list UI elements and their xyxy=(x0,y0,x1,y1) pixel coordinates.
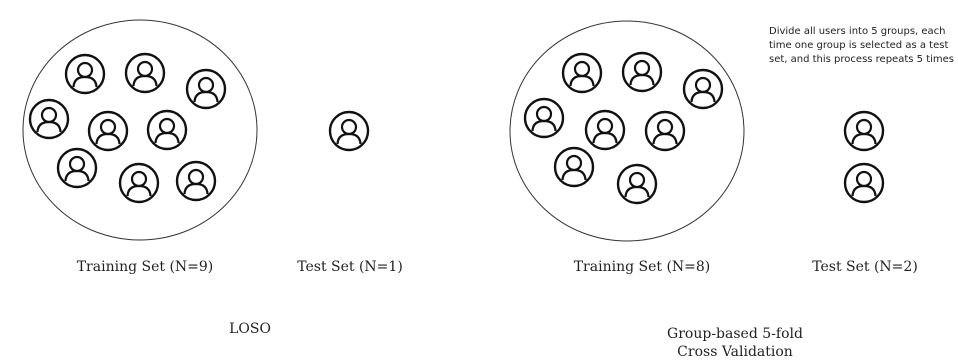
user-icon xyxy=(118,162,160,204)
user-icon xyxy=(28,98,70,140)
user-icon xyxy=(124,52,166,94)
user-icon xyxy=(621,51,663,93)
test-user-icon xyxy=(843,110,885,152)
method-label-loso: LOSO xyxy=(229,321,271,337)
user-icon xyxy=(584,109,626,151)
user-icon xyxy=(56,147,98,189)
user-icon xyxy=(561,52,603,94)
user-icon xyxy=(64,53,106,95)
method-label-5fold-line1: Group-based 5-fold xyxy=(667,326,803,342)
user-icon xyxy=(87,110,129,152)
user-icon xyxy=(185,68,227,110)
user-icon xyxy=(146,109,188,151)
training-set-label-left: Training Set (N=9) xyxy=(76,259,214,275)
method-label-5fold-line2: Cross Validation xyxy=(677,344,793,360)
user-icon xyxy=(644,110,686,152)
test-set-label-right: Test Set (N=2) xyxy=(812,259,918,275)
user-icon xyxy=(553,146,595,188)
user-icon xyxy=(523,97,565,139)
grouping-note: Divide all users into 5 groups, each tim… xyxy=(769,26,954,65)
user-icon xyxy=(175,160,217,202)
training-set-label-right: Training Set (N=8) xyxy=(573,259,711,275)
test-user-icon xyxy=(328,110,370,152)
test-set-label-left: Test Set (N=1) xyxy=(297,259,403,275)
user-icon xyxy=(682,68,724,110)
test-user-icon xyxy=(843,162,885,204)
training-set-circle-right xyxy=(509,20,745,242)
user-icon xyxy=(616,163,658,205)
training-set-circle-left xyxy=(22,19,258,241)
